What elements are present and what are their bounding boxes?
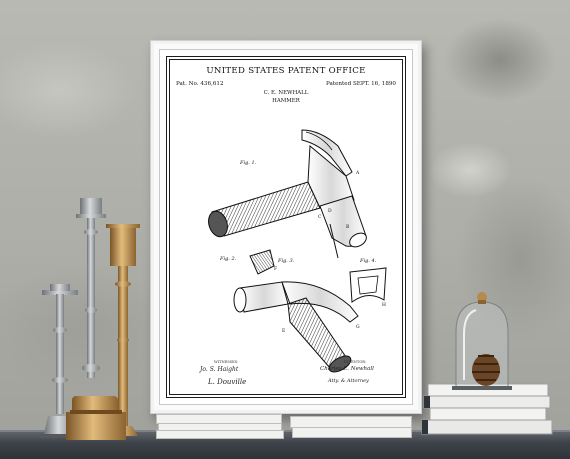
patent-frame: UNITED STATES PATENT OFFICE Pat. No. 436… — [150, 40, 422, 414]
books-under-frame-right — [290, 414, 414, 438]
ref-letter: A — [355, 170, 360, 176]
pinecone — [472, 354, 500, 386]
attorney-signature: Atty. & Attorney — [328, 378, 369, 384]
fig-4-section — [349, 267, 387, 303]
frame-mat: UNITED STATES PATENT OFFICE Pat. No. 436… — [159, 49, 413, 405]
fig-1-label: Fig. 1. — [239, 160, 257, 166]
ref-letter: H — [382, 302, 386, 308]
candlestick-silver-tall — [76, 198, 106, 378]
ref-letter: E — [282, 328, 285, 334]
fig-2-label: Fig. 2. — [219, 256, 237, 262]
shelf-edge — [0, 430, 570, 433]
fig-3-label: Fig. 3. — [277, 258, 295, 264]
patent-date: Patented SEPT. 16, 1890 — [326, 81, 396, 87]
candlesticks — [40, 198, 140, 440]
ref-letter: B — [346, 224, 350, 230]
hammer-drawing: Fig. 1. Fig. 2. Fig. 3. Fig. 4. A B C D … — [208, 129, 387, 373]
inventor-label: INVENTOR: — [344, 360, 367, 364]
fig-2-wedge — [249, 249, 275, 275]
ref-letter: D — [328, 208, 332, 214]
ref-letter: C — [318, 214, 322, 220]
patent-office-heading: UNITED STATES PATENT OFFICE — [206, 66, 366, 76]
ref-letter: F — [274, 266, 277, 272]
inventor-signature: Charles E. Newhall — [320, 366, 374, 372]
inventor-name: C. E. NEWHALL — [263, 90, 309, 96]
brass-box — [66, 396, 126, 440]
witnesses-label: WITNESSES: — [214, 360, 239, 364]
cloche-and-books — [421, 292, 553, 435]
patent-number: Pat. No. 436,612 — [176, 81, 224, 87]
patent-border: UNITED STATES PATENT OFFICE Pat. No. 436… — [169, 59, 403, 395]
fig-3-hammer — [233, 281, 359, 373]
fig-4-label: Fig. 4. — [359, 258, 377, 264]
witness-signature-1: Jo. S. Haight — [200, 366, 239, 373]
books-under-frame-left — [156, 414, 284, 439]
book-stack — [421, 383, 553, 435]
fig-1-hammer — [208, 129, 367, 259]
patent-sheet: UNITED STATES PATENT OFFICE Pat. No. 436… — [166, 56, 406, 398]
ref-letter: G — [356, 324, 360, 330]
witness-signature-2: L. Douville — [208, 378, 247, 386]
patent-title: HAMMER — [272, 98, 300, 104]
